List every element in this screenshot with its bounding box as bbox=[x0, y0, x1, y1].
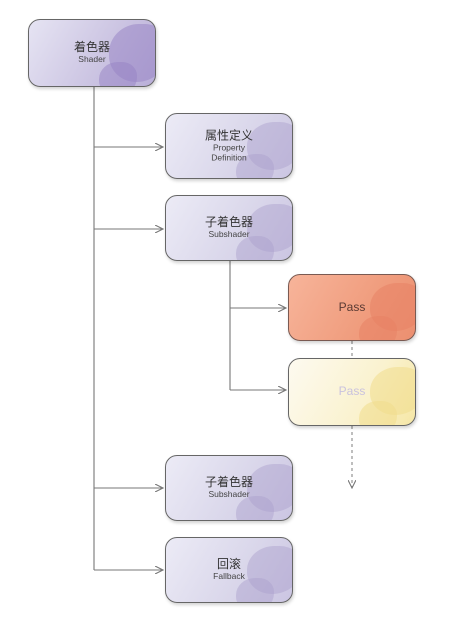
shader-en-label: Shader bbox=[78, 54, 106, 65]
subshader-node-1: 子着色器 Subshader bbox=[165, 195, 293, 261]
pass-1-label: Pass bbox=[338, 299, 366, 314]
pass-2-label: Pass bbox=[338, 384, 366, 399]
shader-zh-label: 着色器 bbox=[73, 40, 110, 55]
fallback-en-label: Fallback bbox=[213, 571, 245, 582]
subshader-2-en-label: Subshader bbox=[208, 489, 250, 500]
fallback-zh-label: 回滚 bbox=[216, 557, 241, 572]
pass-node-1: Pass bbox=[288, 274, 416, 341]
node-decoration bbox=[359, 401, 397, 425]
fallback-node: 回滚 Fallback bbox=[165, 537, 293, 603]
subshader-1-zh-label: 子着色器 bbox=[204, 215, 253, 230]
subshader-2-zh-label: 子着色器 bbox=[204, 475, 253, 490]
property-definition-zh-label: 属性定义 bbox=[204, 128, 253, 143]
subshader-node-2: 子着色器 Subshader bbox=[165, 455, 293, 521]
property-definition-en-line1: Property bbox=[212, 142, 246, 153]
node-decoration bbox=[99, 62, 137, 86]
shader-node: 着色器 Shader bbox=[28, 19, 156, 87]
property-definition-en-line2: Definition bbox=[211, 151, 247, 162]
property-definition-node: 属性定义 Property Definition bbox=[165, 113, 293, 179]
pass-node-2: Pass bbox=[288, 358, 416, 426]
node-decoration bbox=[359, 316, 397, 340]
subshader-1-en-label: Subshader bbox=[208, 229, 250, 240]
